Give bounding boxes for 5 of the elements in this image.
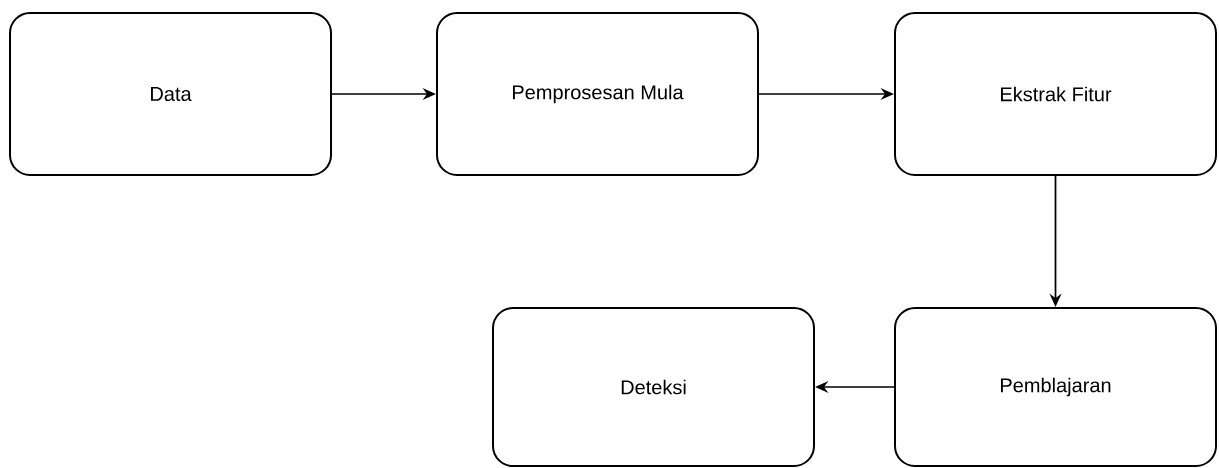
process-box: Ekstrak Fitur <box>894 12 1217 176</box>
process-box: Pemblajaran <box>894 307 1217 467</box>
process-box: Deteksi <box>492 307 815 467</box>
process-box: Pemprosesan Mula <box>436 12 759 176</box>
process-box: Data <box>9 12 332 176</box>
